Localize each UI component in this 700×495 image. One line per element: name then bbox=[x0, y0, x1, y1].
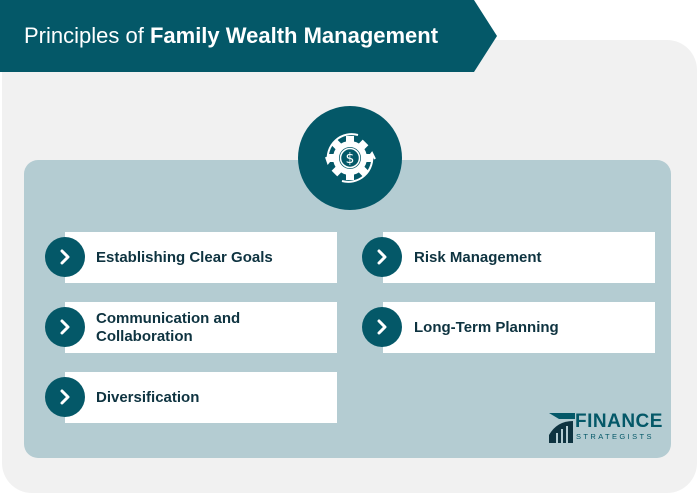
logo-name: FINANCE bbox=[575, 411, 663, 432]
principle-item-long-term-planning: Long-Term Planning bbox=[383, 302, 655, 353]
title-banner: Principles of Family Wealth Management bbox=[0, 0, 497, 72]
principle-label: Risk Management bbox=[414, 248, 542, 266]
principle-label: Establishing Clear Goals bbox=[96, 248, 273, 266]
title-regular: Principles of bbox=[24, 23, 150, 48]
gear-dollar-svg: $ bbox=[325, 133, 376, 183]
chevron-right-icon bbox=[45, 377, 85, 417]
principle-label: Long-Term Planning bbox=[414, 318, 559, 336]
chevron-right-icon bbox=[362, 237, 402, 277]
chevron-right-icon bbox=[45, 307, 85, 347]
title-bold: Family Wealth Management bbox=[149, 23, 439, 48]
chevron-right-icon bbox=[362, 307, 402, 347]
page-title: Principles of Family Wealth Management bbox=[24, 22, 438, 50]
principle-label: Diversification bbox=[96, 388, 200, 406]
gear-dollar-cycle-icon: $ bbox=[298, 106, 402, 210]
principle-label: Communication and Collaboration bbox=[96, 309, 241, 345]
chevron-right-icon bbox=[45, 237, 85, 277]
principle-item-communication-collaboration: Communication and Collaboration bbox=[65, 302, 337, 353]
svg-text:$: $ bbox=[346, 151, 355, 167]
logo-mark-icon bbox=[549, 413, 575, 443]
principle-item-establishing-clear-goals: Establishing Clear Goals bbox=[65, 232, 337, 283]
logo-subtitle: STRATEGISTS bbox=[576, 432, 654, 441]
principle-item-risk-management: Risk Management bbox=[383, 232, 655, 283]
principle-item-diversification: Diversification bbox=[65, 372, 337, 423]
finance-strategists-logo: FINANCE STRATEGISTS bbox=[549, 412, 662, 444]
